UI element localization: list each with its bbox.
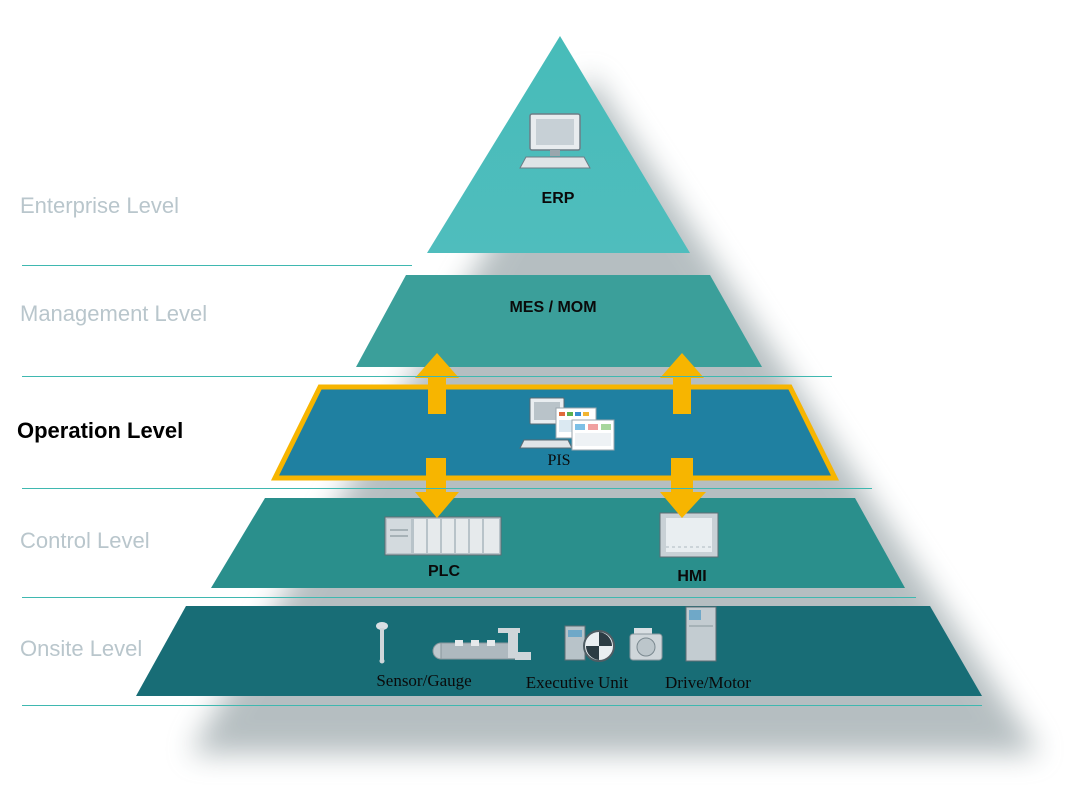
computer-icon xyxy=(519,113,591,169)
separator-line xyxy=(22,488,872,489)
tier-operation[interactable] xyxy=(270,384,840,481)
plc-rack-icon xyxy=(384,516,502,556)
separator-line xyxy=(22,597,916,598)
tier-label-executive: Executive Unit xyxy=(525,673,629,692)
level-label-management: Management Level xyxy=(20,301,208,326)
level-label-onsite: Onsite Level xyxy=(20,636,143,661)
separator-line xyxy=(22,376,832,377)
level-label-operation: Operation Level xyxy=(17,418,184,443)
motor-icon xyxy=(629,628,663,661)
level-label-control: Control Level xyxy=(20,528,150,553)
tier-label-pis: PIS xyxy=(547,452,571,469)
sensor-probe-icon xyxy=(376,622,388,664)
tier-management xyxy=(356,275,762,367)
tier-control xyxy=(211,498,905,588)
hmi-panel-icon xyxy=(659,512,719,558)
conveyor-robot-icon xyxy=(432,628,531,660)
tier-label-sensor: Sensor/Gauge xyxy=(376,671,472,690)
dashboard-screens-icon xyxy=(519,397,615,451)
tier-label-plc: PLC xyxy=(428,563,460,580)
tier-onsite xyxy=(136,606,982,696)
drive-unit-icon xyxy=(564,625,615,662)
separator-line xyxy=(22,705,982,706)
level-label-enterprise: Enterprise Level xyxy=(20,193,179,218)
tier-label-drive: Drive/Motor xyxy=(665,673,751,692)
tier-label-hmi: HMI xyxy=(677,568,707,585)
cabinet-drive-icon xyxy=(685,606,717,662)
tier-label-erp: ERP xyxy=(541,190,575,207)
separator-line xyxy=(22,265,412,266)
tier-label-mes: MES / MOM xyxy=(509,299,597,316)
